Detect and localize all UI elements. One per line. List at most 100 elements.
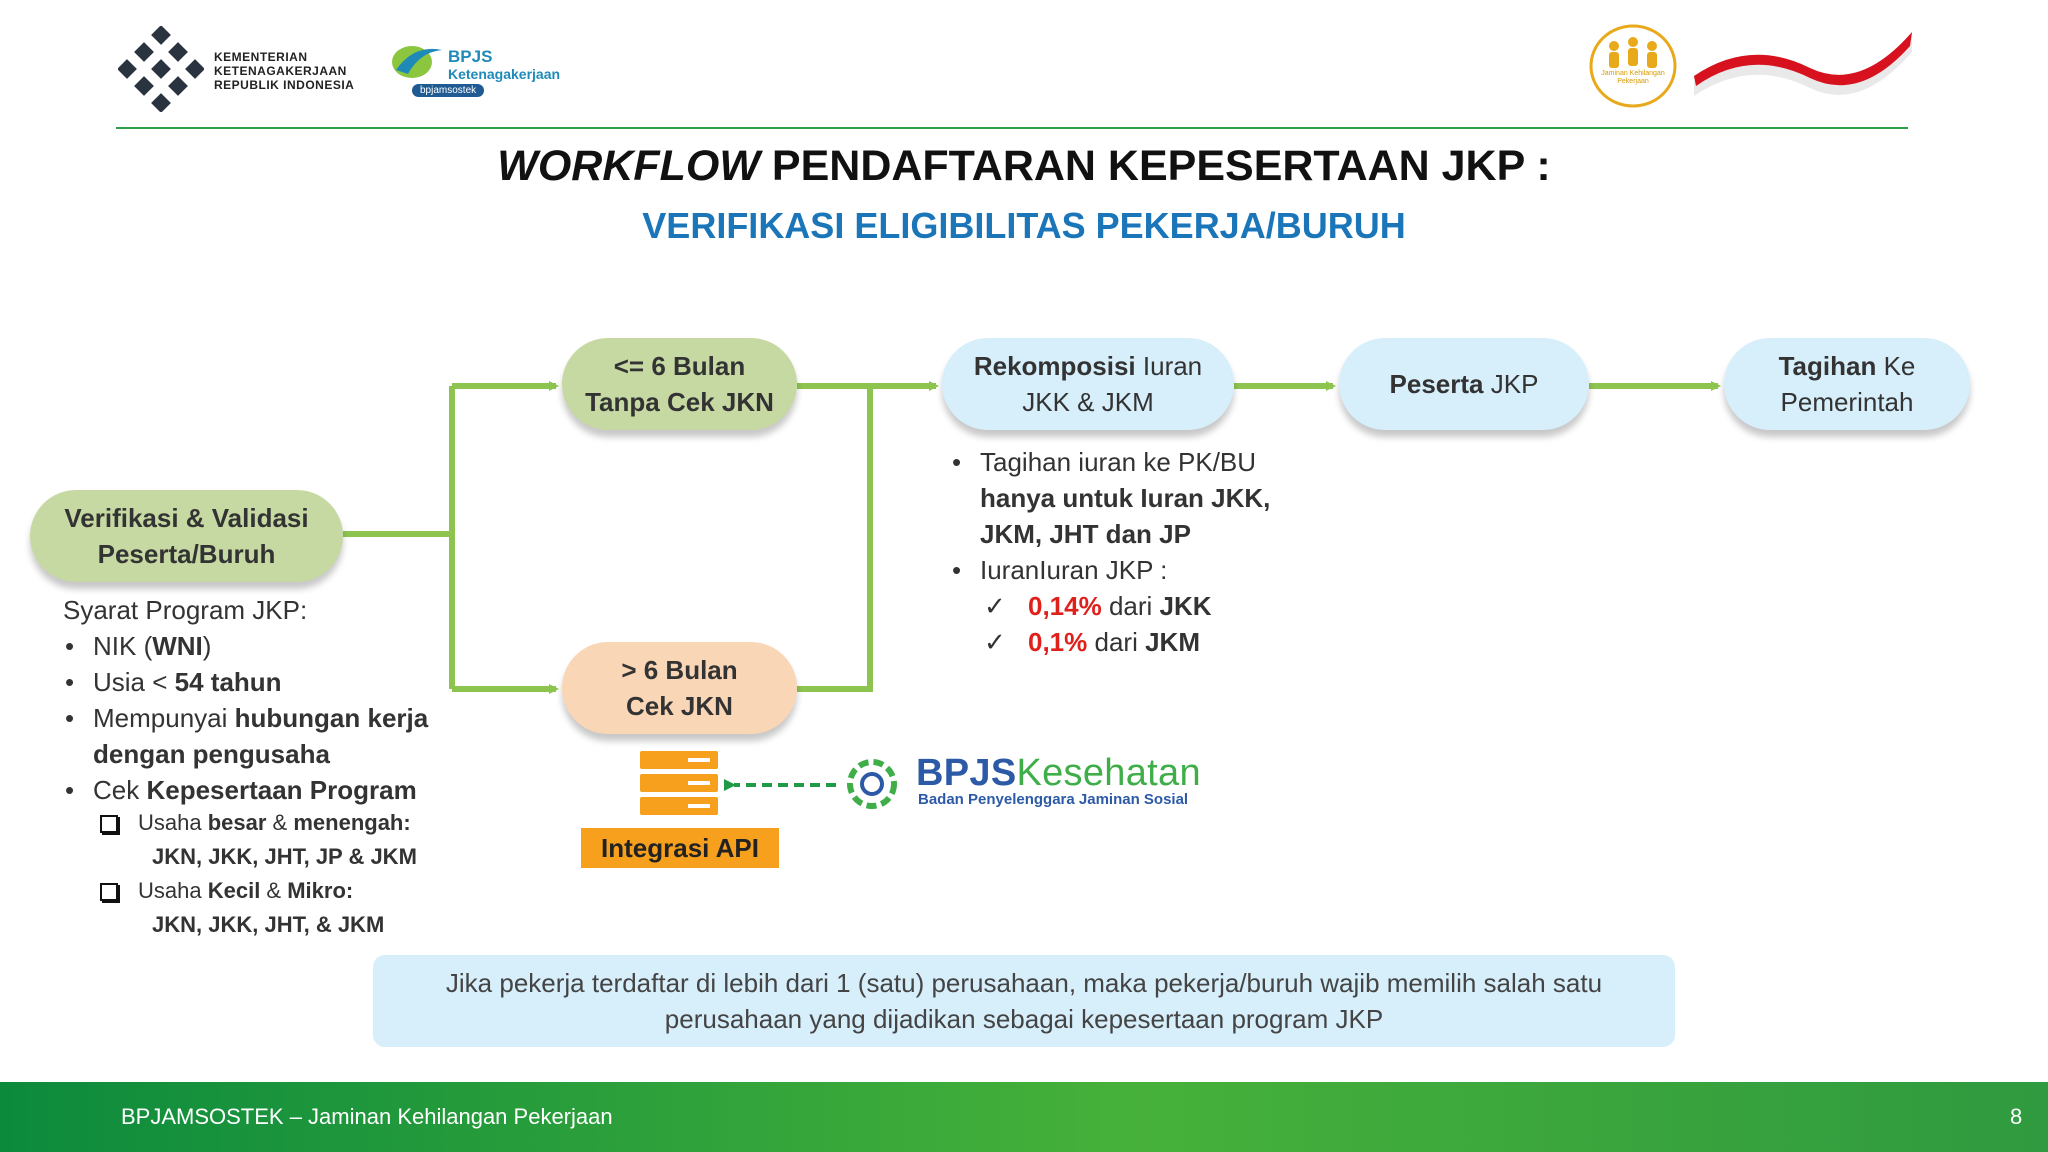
kementerian-line-1: KEMENTERIAN [214, 50, 308, 64]
footer-text: BPJAMSOSTEK – Jaminan Kehilangan Pekerja… [121, 1104, 613, 1129]
bpjs-ketenagakerjaan-text: BPJS Ketenagakerjaan [448, 47, 561, 83]
rekomposisi-bullet-1: Tagihan iuran ke PK/BU hanya untuk Iuran … [950, 444, 1350, 552]
integrasi-api-label: Integrasi API [581, 828, 779, 868]
node-peserta-rest: JKP [1483, 369, 1539, 399]
node-rekomposisi-rest: Iuran [1135, 351, 1203, 381]
node-rekomposisi-line-2: JKK & JKM [1022, 387, 1154, 417]
rek-b1-line1: Tagihan iuran ke PK/BU [980, 447, 1257, 477]
syarat-nik-post: ) [202, 631, 212, 661]
syarat-block: Syarat Program JKP: NIK (WNI) Usia < 54 … [63, 592, 483, 808]
usaha-kecil-item: Usaha Kecil & Mikro: JKN, JKK, JHT, & JK… [100, 874, 460, 942]
checkbox-icon [100, 883, 118, 902]
usaha-kecil-b2: Mikro: [287, 878, 354, 903]
rekomposisi-check-1: ✓ 0,14% dari JKK [950, 588, 1350, 624]
usaha-besar-line-2: JKN, JKK, JHT, JP & JKM [152, 844, 417, 869]
syarat-heading: Syarat Program JKP: [63, 595, 308, 625]
bpjs-kesehatan-sub: Badan Penyelenggara Jaminan Sosial [918, 791, 1189, 808]
kementerian-text: KEMENTERIAN KETENAGAKERJAAN REPUBLIK IND… [214, 50, 354, 92]
check1-bold: JKK [1159, 591, 1212, 621]
kes-name-2: Kesehatan [1016, 752, 1201, 794]
bpjs-ketenagakerjaan-logo-icon [390, 40, 446, 82]
bpjs-tk-line-2: Ketenagakerjaan [448, 66, 561, 82]
check2-mid: dari [1087, 627, 1146, 657]
dashed-arrow-kesehatan [724, 779, 836, 791]
connector-gt6-out [797, 386, 873, 692]
usaha-kecil-mid: & [260, 878, 288, 903]
indonesian-flag-icon [1690, 24, 1916, 108]
usaha-besar-mid: & [266, 810, 294, 835]
bpjs-kesehatan-name: BPJSKesehatan [916, 752, 1201, 795]
node-peserta-bold: Peserta [1389, 369, 1484, 399]
node-le6-line-1: <= 6 Bulan [613, 351, 746, 381]
node-verifikasi-line-2: Peserta/Buruh [97, 539, 276, 569]
usaha-besar-item: Usaha besar & menengah: JKN, JKK, JHT, J… [100, 806, 460, 874]
syarat-list: NIK (WNI) Usia < 54 tahun Mempunyai hubu… [63, 628, 483, 808]
node-tagihan-rest: Ke [1876, 351, 1916, 381]
page-number: 8 [2010, 1104, 2023, 1129]
node-rekomposisi-bold: Rekomposisi [973, 351, 1136, 381]
node-le6-line-2: Tanpa Cek JKN [585, 387, 774, 417]
syarat-cek-pre: Cek [93, 775, 147, 805]
syarat-usia-pre: Usia < [93, 667, 175, 697]
node-tagihan-line-2: Pemerintah [1780, 387, 1914, 417]
usaha-besar-pre: Usaha [138, 810, 208, 835]
page-title: WORKFLOW PENDAFTARAN KEPESERTAAN JKP : [0, 142, 2048, 191]
title-italic: WORKFLOW [497, 142, 760, 190]
node-gt6-line-1: > 6 Bulan [621, 655, 738, 685]
usaha-kecil-line-2: JKN, JKK, JHT, & JKM [152, 912, 385, 937]
bpjs-kesehatan-logo-icon [846, 758, 898, 810]
check-icon: ✓ [984, 591, 1006, 621]
kementerian-line-2: KETENAGAKERJAAN [214, 64, 347, 78]
syarat-item-cek: Cek Kepesertaan Program [63, 772, 483, 808]
bpjs-tk-line-1: BPJS [448, 47, 493, 66]
usaha-kecil-b1: Kecil [207, 878, 261, 903]
usaha-besar-b2: menengah: [293, 810, 411, 835]
syarat-hubungan-bold1: hubungan kerja [234, 703, 429, 733]
node-verifikasi-line-1: Verifikasi & Validasi [64, 503, 309, 533]
syarat-cek-bold: Kepesertaan Program [146, 775, 417, 805]
check-icon: ✓ [984, 627, 1006, 657]
check1-mid: dari [1101, 591, 1160, 621]
rekomposisi-list: Tagihan iuran ke PK/BU hanya untuk Iuran … [950, 444, 1350, 588]
footer-bar [0, 1082, 2048, 1152]
syarat-item-usia: Usia < 54 tahun [63, 664, 483, 700]
syarat-usia-bold: 54 tahun [174, 667, 282, 697]
usaha-besar-b1: besar [207, 810, 267, 835]
note-line-1: Jika pekerja terdaftar di lebih dari 1 (… [445, 968, 1603, 998]
rekomposisi-check-2: ✓ 0,1% dari JKM [950, 624, 1350, 660]
rekomposisi-bullet-2: IuranIuran JKP : [950, 552, 1350, 588]
bpjs-tk-tagline: bpjamsostek [408, 84, 485, 97]
syarat-hubungan-bold2: dengan pengusaha [93, 739, 330, 769]
kes-name-1: BPJS [916, 752, 1017, 794]
check2-red: 0,1% [1028, 627, 1088, 657]
bpjamsostek-pill: bpjamsostek [412, 84, 485, 97]
note-line-2: perusahaan yang dijadikan sebagai kepese… [664, 1004, 1384, 1034]
kementerian-logo [117, 25, 205, 113]
node-gt6-line-2: Cek JKN [626, 691, 733, 721]
check1-red: 0,14% [1028, 591, 1102, 621]
rek-b1-bold2: hanya untuk Iuran JKK, [980, 483, 1271, 513]
note-box: Jika pekerja terdaftar di lebih dari 1 (… [373, 955, 1675, 1047]
syarat-item-nik: NIK (WNI) [63, 628, 483, 664]
header-divider [116, 127, 1908, 129]
syarat-nik-pre: NIK ( [93, 631, 153, 661]
kementerian-line-3: REPUBLIK INDONESIA [214, 78, 355, 92]
node-peserta-jkp: Peserta JKP [1339, 338, 1589, 430]
jkp-logo [1588, 24, 1678, 108]
server-icon [640, 751, 718, 815]
title-rest: PENDAFTARAN KEPESERTAAN JKP : [759, 142, 1551, 190]
syarat-hubungan-pre: Mempunyai [93, 703, 235, 733]
node-tagihan-bold: Tagihan [1778, 351, 1877, 381]
checkbox-icon [100, 815, 118, 834]
check2-bold: JKM [1145, 627, 1200, 657]
usaha-kecil-pre: Usaha [138, 878, 208, 903]
jkp-logo-text: Jaminan Kehilangan Pekerjaan [1601, 70, 1665, 85]
syarat-nik-bold: WNI [152, 631, 203, 661]
rekomposisi-notes: Tagihan iuran ke PK/BU hanya untuk Iuran … [950, 444, 1350, 660]
